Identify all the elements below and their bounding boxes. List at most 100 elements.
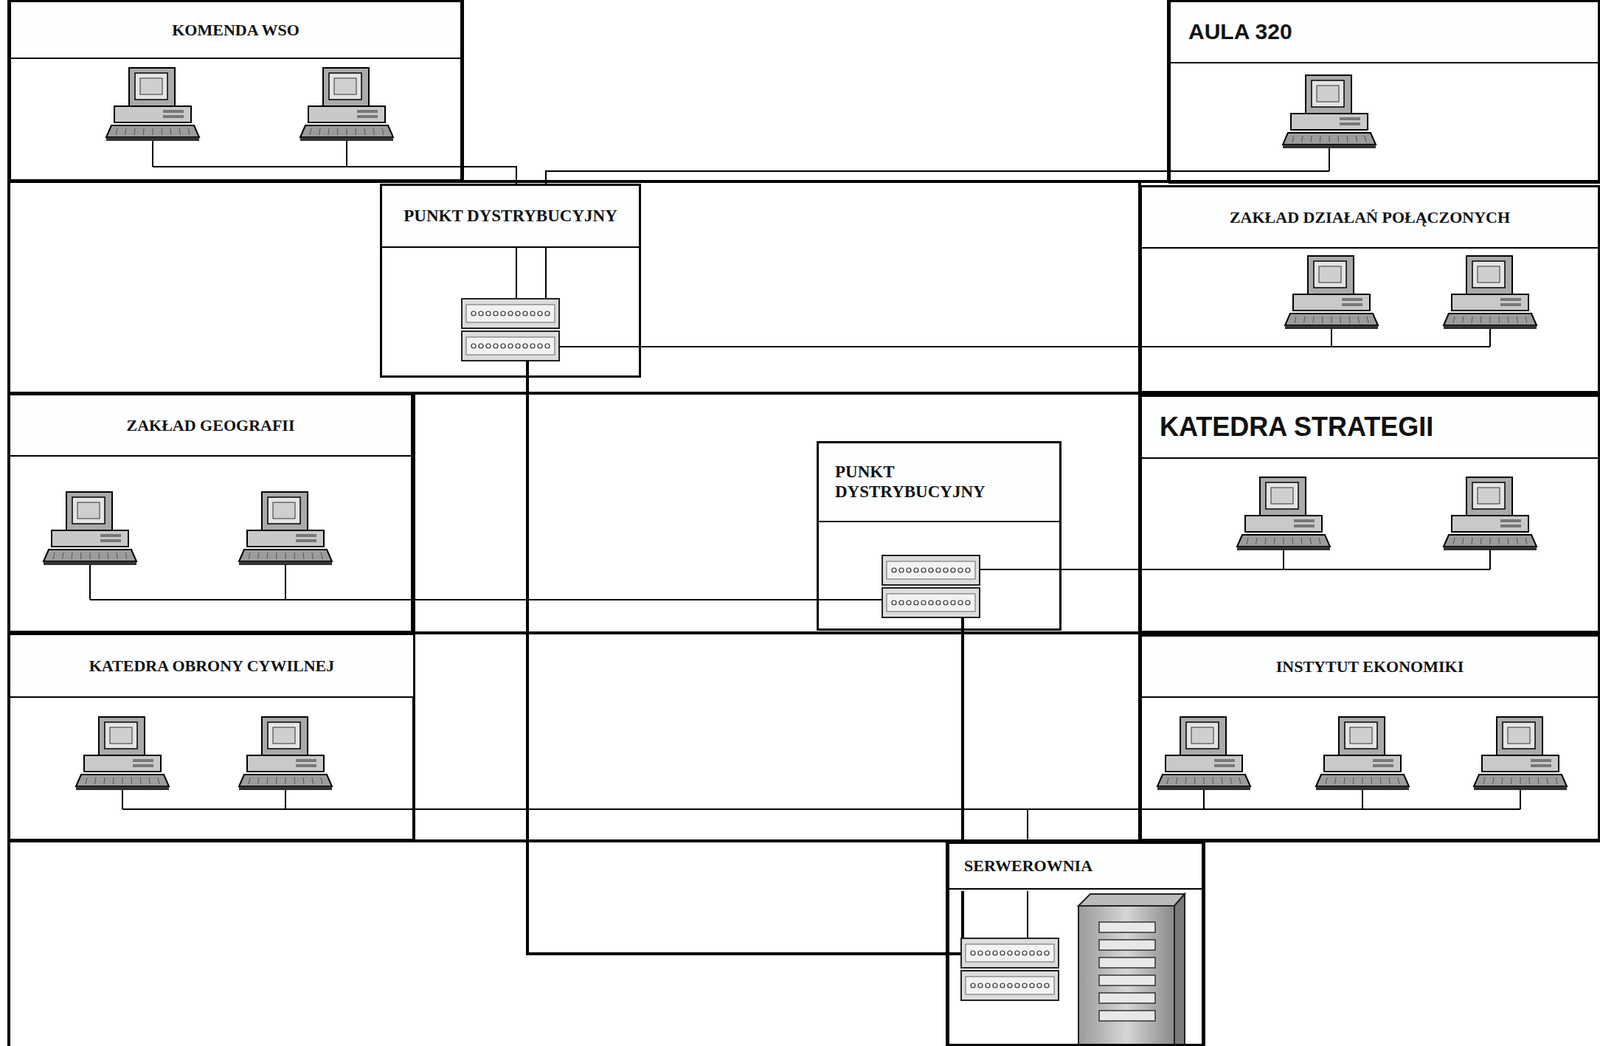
key-row <box>1230 777 1232 785</box>
port <box>921 600 926 605</box>
local-cable <box>1139 345 1491 348</box>
local-cable <box>1282 550 1285 570</box>
computer-icon <box>1282 75 1376 149</box>
key-row <box>294 777 296 785</box>
drive-slot <box>1530 759 1552 763</box>
computer-icon <box>1443 255 1537 329</box>
keyboard <box>106 125 200 138</box>
key-row <box>320 777 323 785</box>
port <box>928 568 934 573</box>
key-row <box>303 777 304 785</box>
room-box: ZAKŁAD DZIAŁAŃ POŁĄCZONYCH <box>1139 185 1600 394</box>
drive-slot <box>1339 122 1361 126</box>
pc-case <box>1451 515 1529 532</box>
key-row <box>125 552 127 560</box>
key-row <box>1498 316 1501 324</box>
key-row <box>140 777 141 785</box>
room-name: SERWEROWNIA <box>964 856 1093 875</box>
drive-bay <box>1099 975 1156 986</box>
room-box: PUNKT DYSTRYBUCYJNY <box>816 441 1062 631</box>
network-cable <box>545 171 1169 184</box>
key-row <box>85 777 88 785</box>
port <box>508 343 513 349</box>
local-cable <box>1519 790 1522 810</box>
local-cable <box>525 360 529 378</box>
key-row <box>1371 777 1373 785</box>
network-cable <box>1061 568 1140 571</box>
drive-slot <box>1214 759 1235 763</box>
drive-slot <box>295 759 317 763</box>
key-row <box>355 128 358 135</box>
pc-case <box>1290 113 1368 130</box>
switch-icon <box>461 298 560 361</box>
computer-icon <box>239 492 332 566</box>
computer-icon <box>1237 477 1331 551</box>
port <box>486 311 491 316</box>
switch-unit <box>461 298 560 329</box>
drive-slot <box>1500 524 1522 528</box>
keyboard <box>1285 313 1378 326</box>
local-cable <box>1168 170 1330 172</box>
key-row <box>1501 777 1503 785</box>
tower-case <box>1078 905 1175 1046</box>
screen <box>72 497 105 524</box>
keyboard-edge <box>75 786 169 791</box>
monitor <box>1338 717 1385 756</box>
key-row <box>267 552 268 560</box>
port <box>891 568 897 573</box>
computer-icon <box>1473 717 1567 791</box>
pc-case <box>247 755 324 772</box>
key-row <box>1516 537 1519 545</box>
port <box>523 311 528 316</box>
room-box: INSTYTUT EKONOMIKI <box>1139 634 1600 841</box>
local-cable <box>1203 790 1205 810</box>
port <box>970 983 976 988</box>
port <box>478 343 484 349</box>
local-cable <box>1328 148 1331 172</box>
port <box>508 311 513 316</box>
room-header: ZAKŁAD DZIAŁAŃ POŁĄCZONYCH <box>1141 187 1598 249</box>
keyboard-edge <box>239 561 332 566</box>
screen-inner <box>1477 266 1500 283</box>
keyboard <box>239 774 332 787</box>
key-row <box>1212 777 1215 785</box>
key-row <box>1480 537 1482 545</box>
key-row <box>1304 316 1306 324</box>
key-row <box>285 552 287 560</box>
room-box: AULA 320 <box>1168 0 1600 184</box>
key-row <box>1346 135 1348 143</box>
key-row <box>1176 777 1179 785</box>
key-row <box>294 552 296 560</box>
key-row <box>1313 316 1314 324</box>
pc-case <box>1481 755 1559 772</box>
room-header: SERWEROWNIA <box>949 843 1202 890</box>
key-row <box>1325 777 1328 785</box>
keyboard-edge <box>43 561 137 566</box>
port <box>906 568 912 573</box>
screen <box>1344 722 1378 749</box>
key-row <box>1380 777 1381 785</box>
drive-slot <box>132 764 154 768</box>
screen-inner <box>1477 487 1500 504</box>
drive-bay <box>1099 1010 1156 1021</box>
local-cable <box>1139 568 1491 571</box>
key-row <box>1471 316 1473 324</box>
local-cable <box>122 808 416 810</box>
drive-slot <box>1339 117 1361 121</box>
drive-slot <box>1293 524 1315 528</box>
key-row <box>312 777 314 785</box>
key-row <box>1256 537 1258 545</box>
local-cable <box>152 165 463 168</box>
key-row <box>1462 316 1465 324</box>
local-cable <box>345 140 348 167</box>
server-tower <box>1078 894 1185 1046</box>
monitor <box>1466 477 1513 516</box>
key-row <box>1555 777 1558 785</box>
keyboard-edge <box>1285 325 1378 329</box>
key-row <box>1490 316 1491 324</box>
key-row <box>1507 537 1509 545</box>
port <box>936 600 941 605</box>
key-row <box>275 777 278 785</box>
computer-icon <box>239 717 332 791</box>
